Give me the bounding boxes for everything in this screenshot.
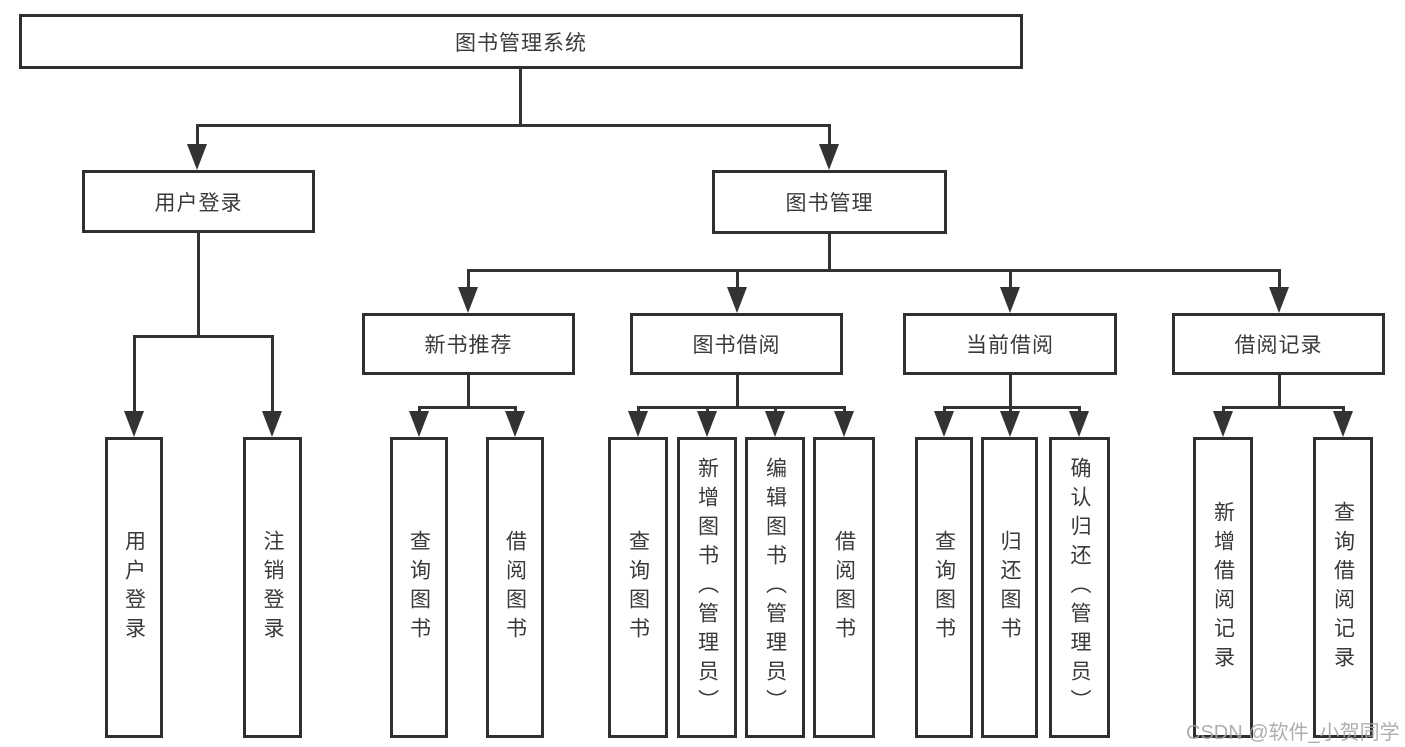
connector-arrow <box>819 124 839 170</box>
node-label: 图书管理 <box>785 192 874 215</box>
node-label: 编辑图书（管理员） <box>763 457 787 718</box>
leaf-edit-books-admin: 编辑图书（管理员） <box>745 437 805 738</box>
node-label: 查询借阅记录 <box>1331 500 1355 675</box>
connector-line <box>1278 375 1281 409</box>
node-label: 查询图书 <box>407 529 431 646</box>
node-label: 新增借阅记录 <box>1211 500 1235 675</box>
connector-arrow <box>697 406 717 437</box>
leaf-user-login: 用户登录 <box>105 437 163 738</box>
connector-line <box>943 406 1081 409</box>
connector-arrow <box>262 335 282 437</box>
node-label: 图书管理系统 <box>455 31 587 55</box>
csdn-watermark: CSDN @软件_小贺同学 <box>1186 722 1400 744</box>
node-current-borrow: 当前借阅 <box>903 313 1117 375</box>
leaf-logout: 注销登录 <box>243 437 302 738</box>
connector-arrow <box>505 406 525 437</box>
leaf-borrow-books: 借阅图书 <box>813 437 875 738</box>
connector-line <box>637 406 846 409</box>
connector-line <box>1009 375 1012 409</box>
connector-line <box>828 234 831 272</box>
connector-line <box>467 375 470 409</box>
node-label: 用户登录 <box>154 191 243 215</box>
connector-line <box>418 406 517 409</box>
node-book-management: 图书管理 <box>712 170 947 234</box>
connector-arrow <box>1069 406 1089 437</box>
connector-arrow <box>765 406 785 437</box>
connector-arrow <box>458 269 478 313</box>
connector-arrow <box>834 406 854 437</box>
node-label: 确认归还（管理员） <box>1068 457 1091 718</box>
node-new-book-recommend: 新书推荐 <box>362 313 575 375</box>
connector-line <box>467 269 1281 272</box>
node-label: 借阅图书 <box>832 529 856 646</box>
connector-arrow <box>727 269 747 313</box>
leaf-query-books-recommend: 查询图书 <box>390 437 448 738</box>
leaf-add-books-admin: 新增图书（管理员） <box>677 437 737 738</box>
connector-arrow <box>1000 269 1020 313</box>
connector-arrow <box>1000 406 1020 437</box>
leaf-borrow-books-recommend: 借阅图书 <box>486 437 544 738</box>
node-label: 当前借阅 <box>966 334 1054 357</box>
connector-arrow <box>1333 406 1353 437</box>
connector-line <box>1222 406 1345 409</box>
leaf-add-borrow-record: 新增借阅记录 <box>1193 437 1253 738</box>
leaf-query-books-borrow: 查询图书 <box>608 437 668 738</box>
connector-arrow <box>1269 269 1289 313</box>
connector-arrow <box>934 406 954 437</box>
leaf-return-books: 归还图书 <box>981 437 1038 738</box>
node-label: 新增图书（管理员） <box>695 457 719 718</box>
connector-line <box>519 69 522 126</box>
node-label: 查询图书 <box>932 529 956 646</box>
leaf-confirm-return-admin: 确认归还（管理员） <box>1049 437 1110 738</box>
node-label: 注销登录 <box>261 529 284 646</box>
connector-arrow <box>1213 406 1233 437</box>
connector-arrow <box>409 406 429 437</box>
node-label: 归还图书 <box>998 529 1021 646</box>
node-label: 用户登录 <box>122 529 146 646</box>
connector-line <box>197 233 200 337</box>
connector-arrow <box>628 406 648 437</box>
node-book-borrow: 图书借阅 <box>630 313 843 375</box>
node-label: 图书借阅 <box>692 334 781 357</box>
node-root-library-system: 图书管理系统 <box>19 14 1023 69</box>
leaf-query-books-current: 查询图书 <box>915 437 973 738</box>
node-label: 新书推荐 <box>424 334 513 357</box>
node-label: 借阅记录 <box>1234 334 1323 357</box>
connector-line <box>196 124 831 127</box>
node-label: 查询图书 <box>626 529 650 646</box>
connector-arrow <box>187 124 207 170</box>
node-borrow-records: 借阅记录 <box>1172 313 1385 375</box>
node-user-login: 用户登录 <box>82 170 315 233</box>
leaf-query-borrow-record: 查询借阅记录 <box>1313 437 1373 738</box>
connector-arrow <box>124 335 144 437</box>
node-label: 借阅图书 <box>503 529 527 646</box>
connector-line <box>736 375 739 409</box>
connector-line <box>133 335 274 338</box>
